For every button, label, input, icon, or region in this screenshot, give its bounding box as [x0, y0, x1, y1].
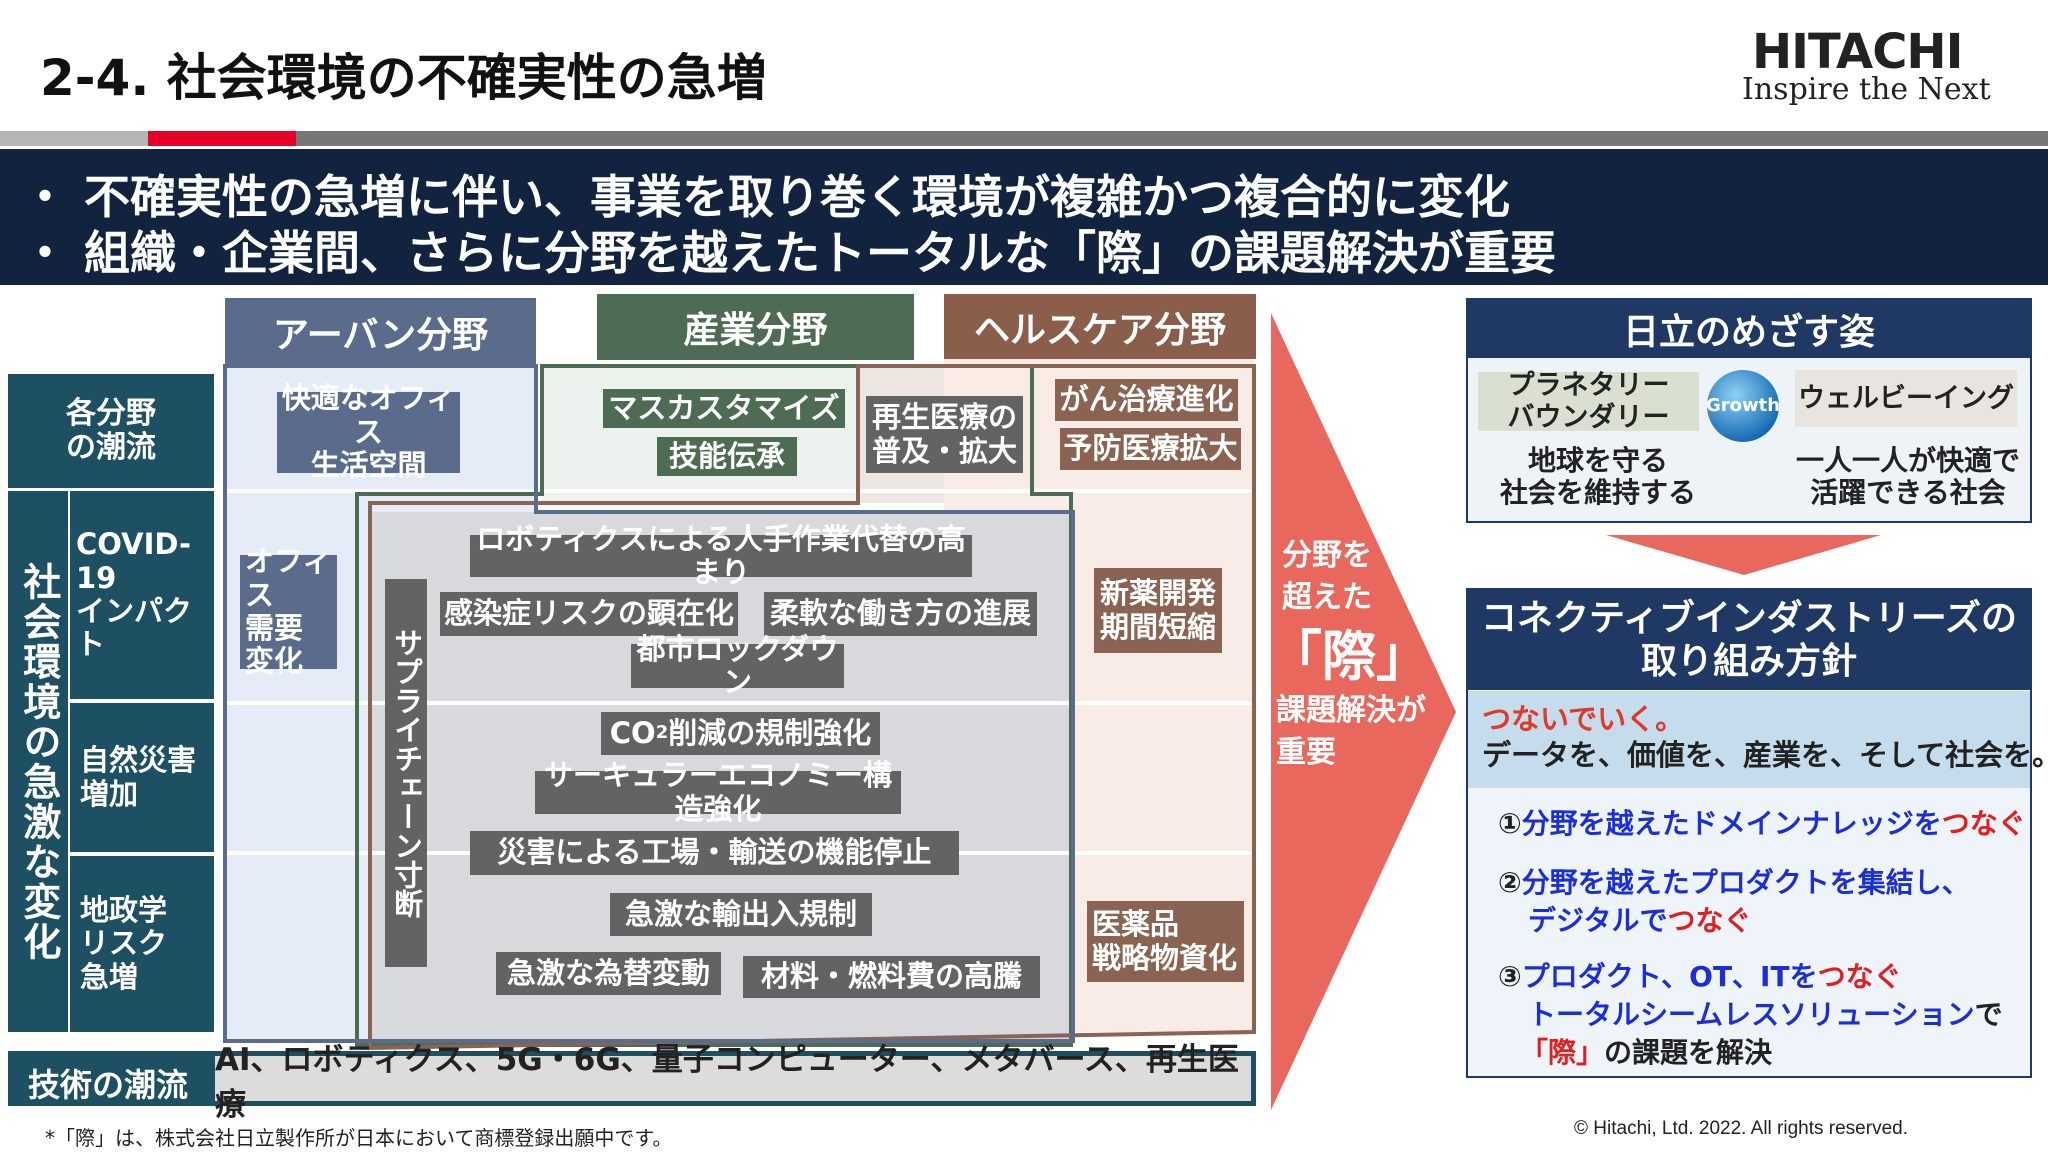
item-text: デジタルで	[1528, 903, 1668, 937]
item-number: ①	[1498, 807, 1522, 840]
vision-panel: 日立のめざす姿 プラネタリー バウンダリー Growth ウェルビーイング 地球…	[1466, 298, 2032, 523]
kiwa-star: *	[1430, 633, 1444, 663]
policy-panel: コネクティブインダストリーズの 取り組み方針 つないでいく。 データを、価値を、…	[1466, 588, 2048, 1078]
item-mass-customize: マスカスタマイズ	[603, 389, 845, 428]
item-text: の課題を解決	[1604, 1035, 1773, 1069]
wellbeing-desc: 一人一人が快適で 活躍できる社会	[1795, 443, 2020, 509]
item-fx: 急激な為替変動	[496, 952, 721, 995]
arrow-kiwa: 「際」*の	[1268, 612, 1474, 691]
item-skill-transfer: 技能伝承	[657, 437, 797, 476]
column-header-health: ヘルスケア分野	[944, 294, 1256, 359]
tech-trend-value: AI、ロボティクス、5G・6G、量子コンピューター、メタバース、再生医療	[215, 1042, 1251, 1123]
item-emphasis: つなぐ	[1667, 903, 1752, 937]
arrow-text: 課題解決が	[1276, 693, 1426, 728]
item-robotics: ロボティクスによる人手作業代替の高まり	[470, 522, 972, 589]
divider-bar	[0, 131, 2048, 146]
arrow-chevron	[1271, 313, 1456, 1110]
item-text: プロダクト、OT、ITを	[1521, 960, 1818, 993]
hitachi-tagline: Inspire the Next	[1742, 72, 1991, 107]
policy-item-2: ②分野を越えたプロダクトを集結し、 デジタルでつなぐ	[1498, 864, 1970, 940]
item-drug-dev: 新薬開発 期間短縮	[1094, 568, 1222, 653]
item-emphasis: 「際」	[1520, 1035, 1605, 1069]
item-emphasis: つなぐ	[1817, 960, 1902, 993]
planet-desc: 地球を守る 社会を維持する	[1499, 443, 1696, 509]
kiwa-text: 「際」	[1268, 625, 1430, 688]
item-cancer: がん治療進化	[1055, 379, 1238, 421]
item-text: トータルシームレスソリューション	[1528, 997, 1975, 1031]
item-drug-strategic: 医薬品 戦略物資化	[1087, 901, 1244, 982]
row-label-geopolitics: 地政学 リスク 急増	[70, 856, 214, 1032]
arrow-text: 重要	[1276, 735, 1336, 770]
item-factory-stop: 災害による工場・輸送の機能停止	[470, 831, 959, 875]
column-header-industry: 産業分野	[597, 294, 914, 360]
wellbeing: ウェルビーイング	[1795, 370, 2017, 427]
row-separator	[225, 489, 1254, 493]
policy-title: コネクティブインダストリーズの 取り組み方針	[1468, 590, 2030, 690]
summary-line: ・ 組織・企業間、さらに分野を越えたトータルな「際」の課題解決が重要	[22, 226, 1557, 280]
tagline-red: つないでいく。	[1482, 702, 1685, 736]
arrow-text: 分野を	[1282, 538, 1372, 573]
item-number: ③	[1498, 960, 1522, 993]
co2-text-rest: 削減の規制強化	[668, 715, 872, 750]
item-export: 急激な輸出入規制	[610, 893, 872, 936]
industry-outline	[355, 364, 1073, 1047]
item-emphasis: つなぐ	[1941, 807, 2026, 840]
tech-trend-bar: 技術の潮流 AI、ロボティクス、5G・6G、量子コンピューター、メタバース、再生…	[8, 1042, 1256, 1123]
co2-subscript: 2	[655, 722, 669, 744]
divider-light	[0, 131, 148, 146]
arrow-text: 超えた	[1282, 580, 1372, 615]
row-label-disaster: 自然災害 増加	[70, 703, 214, 852]
item-infection: 感染症リスクの顕在化	[440, 592, 738, 636]
tagline-black: データを、価値を、産業を、そして社会を。	[1482, 738, 2048, 773]
row-label-social: 社会環境の急激な変化	[8, 491, 68, 1032]
item-text: 分野を越えたドメインナレッジを	[1521, 807, 1942, 840]
row-label-covid: COVID-19 インパクト	[70, 491, 214, 699]
item-text: 分野を越えたプロダクトを集結し、	[1521, 866, 1970, 899]
item-supply-chain: サプライチェーン寸断	[385, 579, 427, 967]
summary-banner: ・ 不確実性の急増に伴い、事業を取り巻く環境が複雑かつ複合的に変化 ・ 組織・企…	[0, 149, 2048, 285]
item-material: 材料・燃料費の高騰	[743, 956, 1040, 998]
tech-trend-label: 技術の潮流	[28, 1066, 189, 1104]
urban-outline	[223, 364, 1075, 1043]
co2-text: CO	[609, 715, 656, 750]
column-header-urban: アーバン分野	[225, 298, 536, 366]
item-lockdown: 都市ロックダウン	[631, 632, 844, 699]
hitachi-logo: HITACHI	[1752, 24, 1963, 80]
item-office-demand: オフィス 需要 変化	[240, 545, 337, 678]
industry-area	[542, 366, 858, 503]
row-separator	[225, 701, 1254, 705]
policy-item-1: ①分野を越えたドメインナレッジをつなぐ	[1498, 802, 2026, 842]
footnote: *「際」は、株式会社日立製作所が日本において商標登録出願中です。	[45, 1126, 673, 1150]
summary-line: ・ 不確実性の急増に伴い、事業を取り巻く環境が複雑かつ複合的に変化	[22, 170, 1511, 224]
policy-tagline: つないでいく。 データを、価値を、産業を、そして社会を。	[1468, 691, 2048, 788]
item-text: で	[1974, 997, 2003, 1031]
item-flexible-work: 柔軟な働き方の進展	[764, 592, 1037, 636]
item-regen-medicine: 再生医療の 普及・拡大	[866, 396, 1023, 473]
health-outline	[368, 364, 1256, 1051]
item-number: ②	[1498, 866, 1522, 899]
down-arrow	[1606, 535, 1881, 575]
copyright: © Hitachi, Ltd. 2022. All rights reserve…	[1574, 1118, 1908, 1139]
row-label-trend: 各分野 の潮流	[8, 374, 214, 488]
planetary-boundary: プラネタリー バウンダリー	[1478, 370, 1699, 433]
item-office-space: 快適なオフィス 生活空間	[277, 382, 460, 482]
item-circular: サーキュラーエコノミー構造強化	[535, 758, 901, 825]
item-prevent: 予防医療拡大	[1060, 428, 1241, 470]
growth-globe-icon: Growth	[1706, 370, 1780, 442]
page-title: 2-4. 社会環境の不確実性の急増	[40, 49, 767, 107]
divider-red	[148, 131, 296, 146]
policy-item-3: ③プロダクト、OT、ITをつなぐ トータルシームレスソリューションで 「際」の課…	[1498, 958, 2003, 1071]
vision-title: 日立のめざす姿	[1468, 300, 2030, 358]
